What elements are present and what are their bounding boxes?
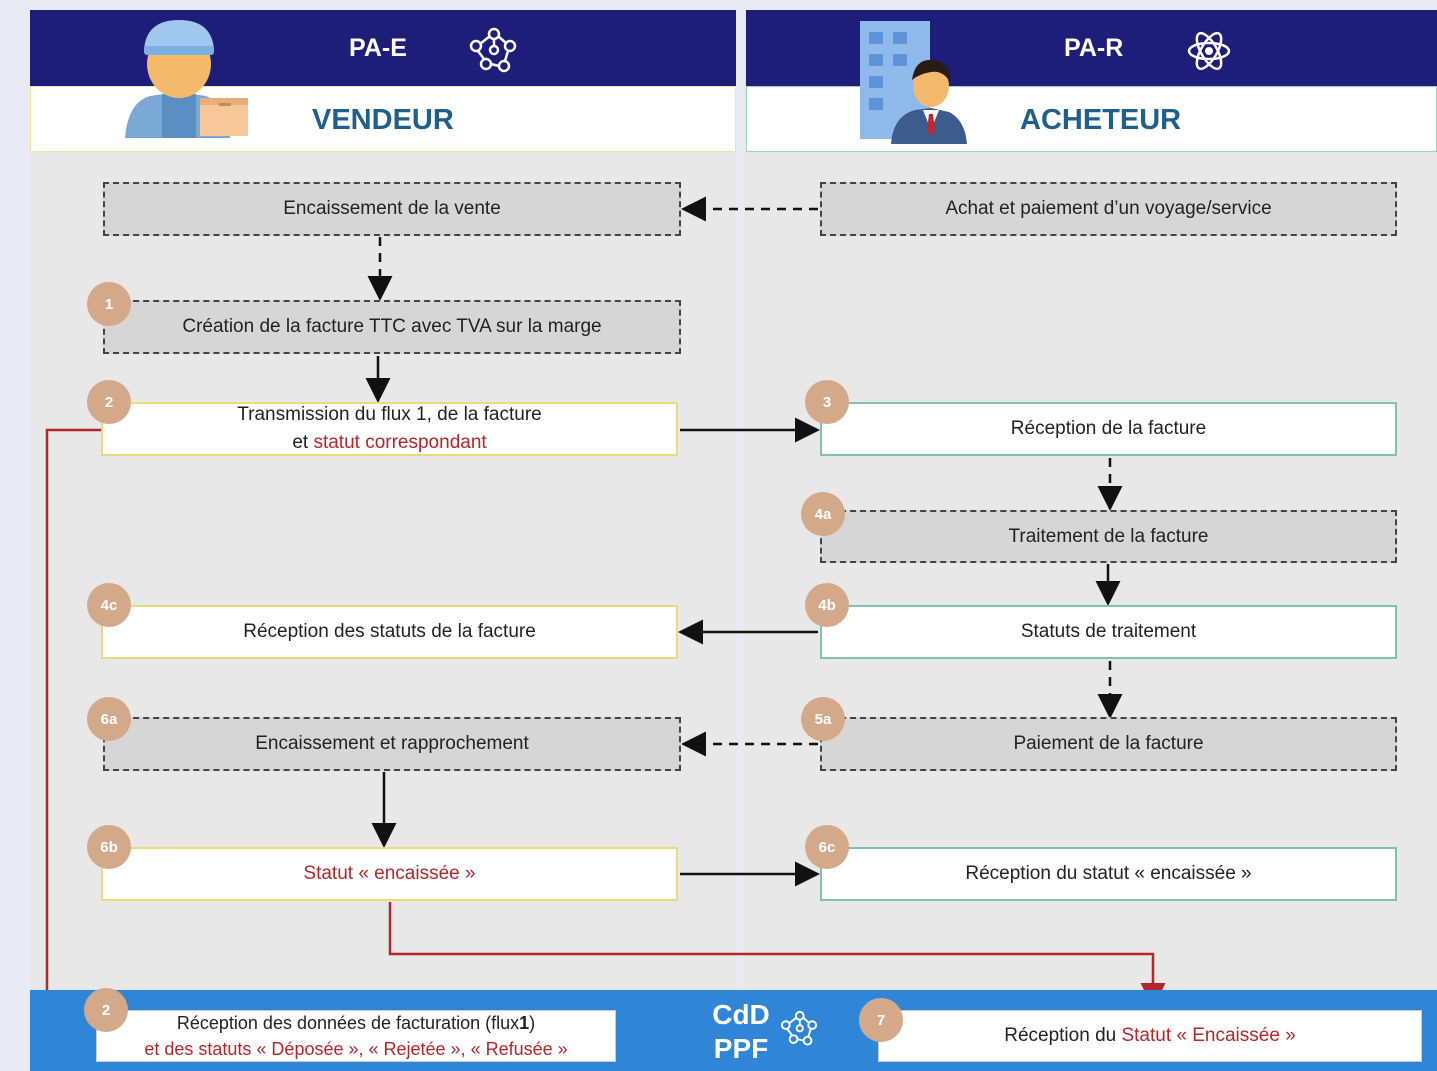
step-label-line1: Transmission du flux 1, de la facture <box>237 404 542 425</box>
step-label: Statut « encaissée » <box>303 863 476 884</box>
seller-platform-title: PA-E <box>349 34 407 62</box>
step-badge-2-bottom: 2 <box>84 988 128 1032</box>
network-nodes-icon <box>780 1010 818 1046</box>
step-badge-7: 7 <box>859 998 903 1042</box>
step-label: Encaissement de la vente <box>283 198 501 219</box>
step-reception-statuts: Réception des statuts de la facture <box>101 605 678 659</box>
step-badge-2: 2 <box>87 380 131 424</box>
label-bold: 1 <box>519 1013 530 1033</box>
label-prefix: et <box>292 432 314 453</box>
step-encaissement-vente: Encaissement de la vente <box>103 182 681 236</box>
businessman-building-icon <box>860 21 967 144</box>
atom-icon <box>1187 31 1231 71</box>
step-label: Achat et paiement d’un voyage/service <box>945 198 1272 219</box>
cdd-label: CdD <box>712 999 770 1030</box>
network-nodes-icon <box>469 27 517 73</box>
ppf-label: PPF <box>713 1033 769 1064</box>
label-red: Statut « Encaissée » <box>1121 1025 1296 1046</box>
step-badge-6b: 6b <box>87 825 131 869</box>
buyer-platform-title: PA-R <box>1064 34 1124 62</box>
buyer-role-label: ACHETEUR <box>1020 104 1182 136</box>
step-label: Traitement de la facture <box>1008 525 1209 547</box>
step-label-line2: et statut correspondant <box>292 429 486 457</box>
step-label: Paiement de la facture <box>1013 733 1204 754</box>
step-badge-1: 1 <box>87 282 131 326</box>
step-label: Réception de la facture <box>1010 418 1207 439</box>
cdd-ppf-label: CdD PPF <box>706 998 776 1066</box>
label-red: statut correspondant <box>313 432 487 453</box>
ppf-reception-statut: Réception du Statut « Encaissée » <box>878 1010 1422 1062</box>
step-label: Statuts de traitement <box>1020 621 1197 642</box>
label-prefix: Réception du <box>1004 1025 1122 1046</box>
step-badge-6c: 6c <box>805 825 849 869</box>
seller-role-label: VENDEUR <box>312 104 454 136</box>
step-encaissement-rapprochement: Encaissement et rapprochement <box>103 717 681 771</box>
step-badge-4c: 4c <box>87 583 131 627</box>
step-achat-paiement: Achat et paiement d’un voyage/service <box>820 182 1397 236</box>
step-label: Réception du statut « encaissée » <box>965 863 1252 884</box>
buyer-column <box>744 10 1437 990</box>
delivery-person-icon <box>125 20 248 138</box>
red-arrow-statut-to-ppf <box>388 902 1166 1008</box>
step-transmission: Transmission du flux 1, de la facture et… <box>101 402 678 456</box>
label-prefix: Réception des données de facturation (fl… <box>176 1013 520 1033</box>
step-reception-statut-encaissee: Réception du statut « encaissée » <box>820 847 1397 901</box>
bottom-right-label: Réception du Statut « Encaissée » <box>1004 1022 1296 1050</box>
step-badge-5a: 5a <box>801 697 845 741</box>
step-label: Encaissement et rapprochement <box>255 733 529 754</box>
label-suffix: ) <box>529 1013 536 1033</box>
step-label: Création de la facture TTC avec TVA sur … <box>182 316 602 337</box>
step-creation-facture: Création de la facture TTC avec TVA sur … <box>103 300 681 354</box>
step-label: Réception des statuts de la facture <box>243 621 536 642</box>
step-badge-3: 3 <box>805 380 849 424</box>
step-badge-6a: 6a <box>87 697 131 741</box>
step-statut-encaissee: Statut « encaissée » <box>101 847 678 901</box>
step-reception-facture: Réception de la facture <box>820 402 1397 456</box>
ppf-reception-donnees: Réception des données de facturation (fl… <box>96 1010 616 1062</box>
step-traitement-facture: Traitement de la facture <box>820 510 1397 563</box>
bottom-left-line2: et des statuts « Déposée », « Rejetée »,… <box>144 1039 568 1059</box>
step-badge-4a: 4a <box>801 492 845 536</box>
step-badge-4b: 4b <box>805 583 849 627</box>
step-paiement-facture: Paiement de la facture <box>820 717 1397 771</box>
bottom-left-line1: Réception des données de facturation (fl… <box>177 1010 535 1036</box>
step-statuts-traitement: Statuts de traitement <box>820 605 1397 659</box>
